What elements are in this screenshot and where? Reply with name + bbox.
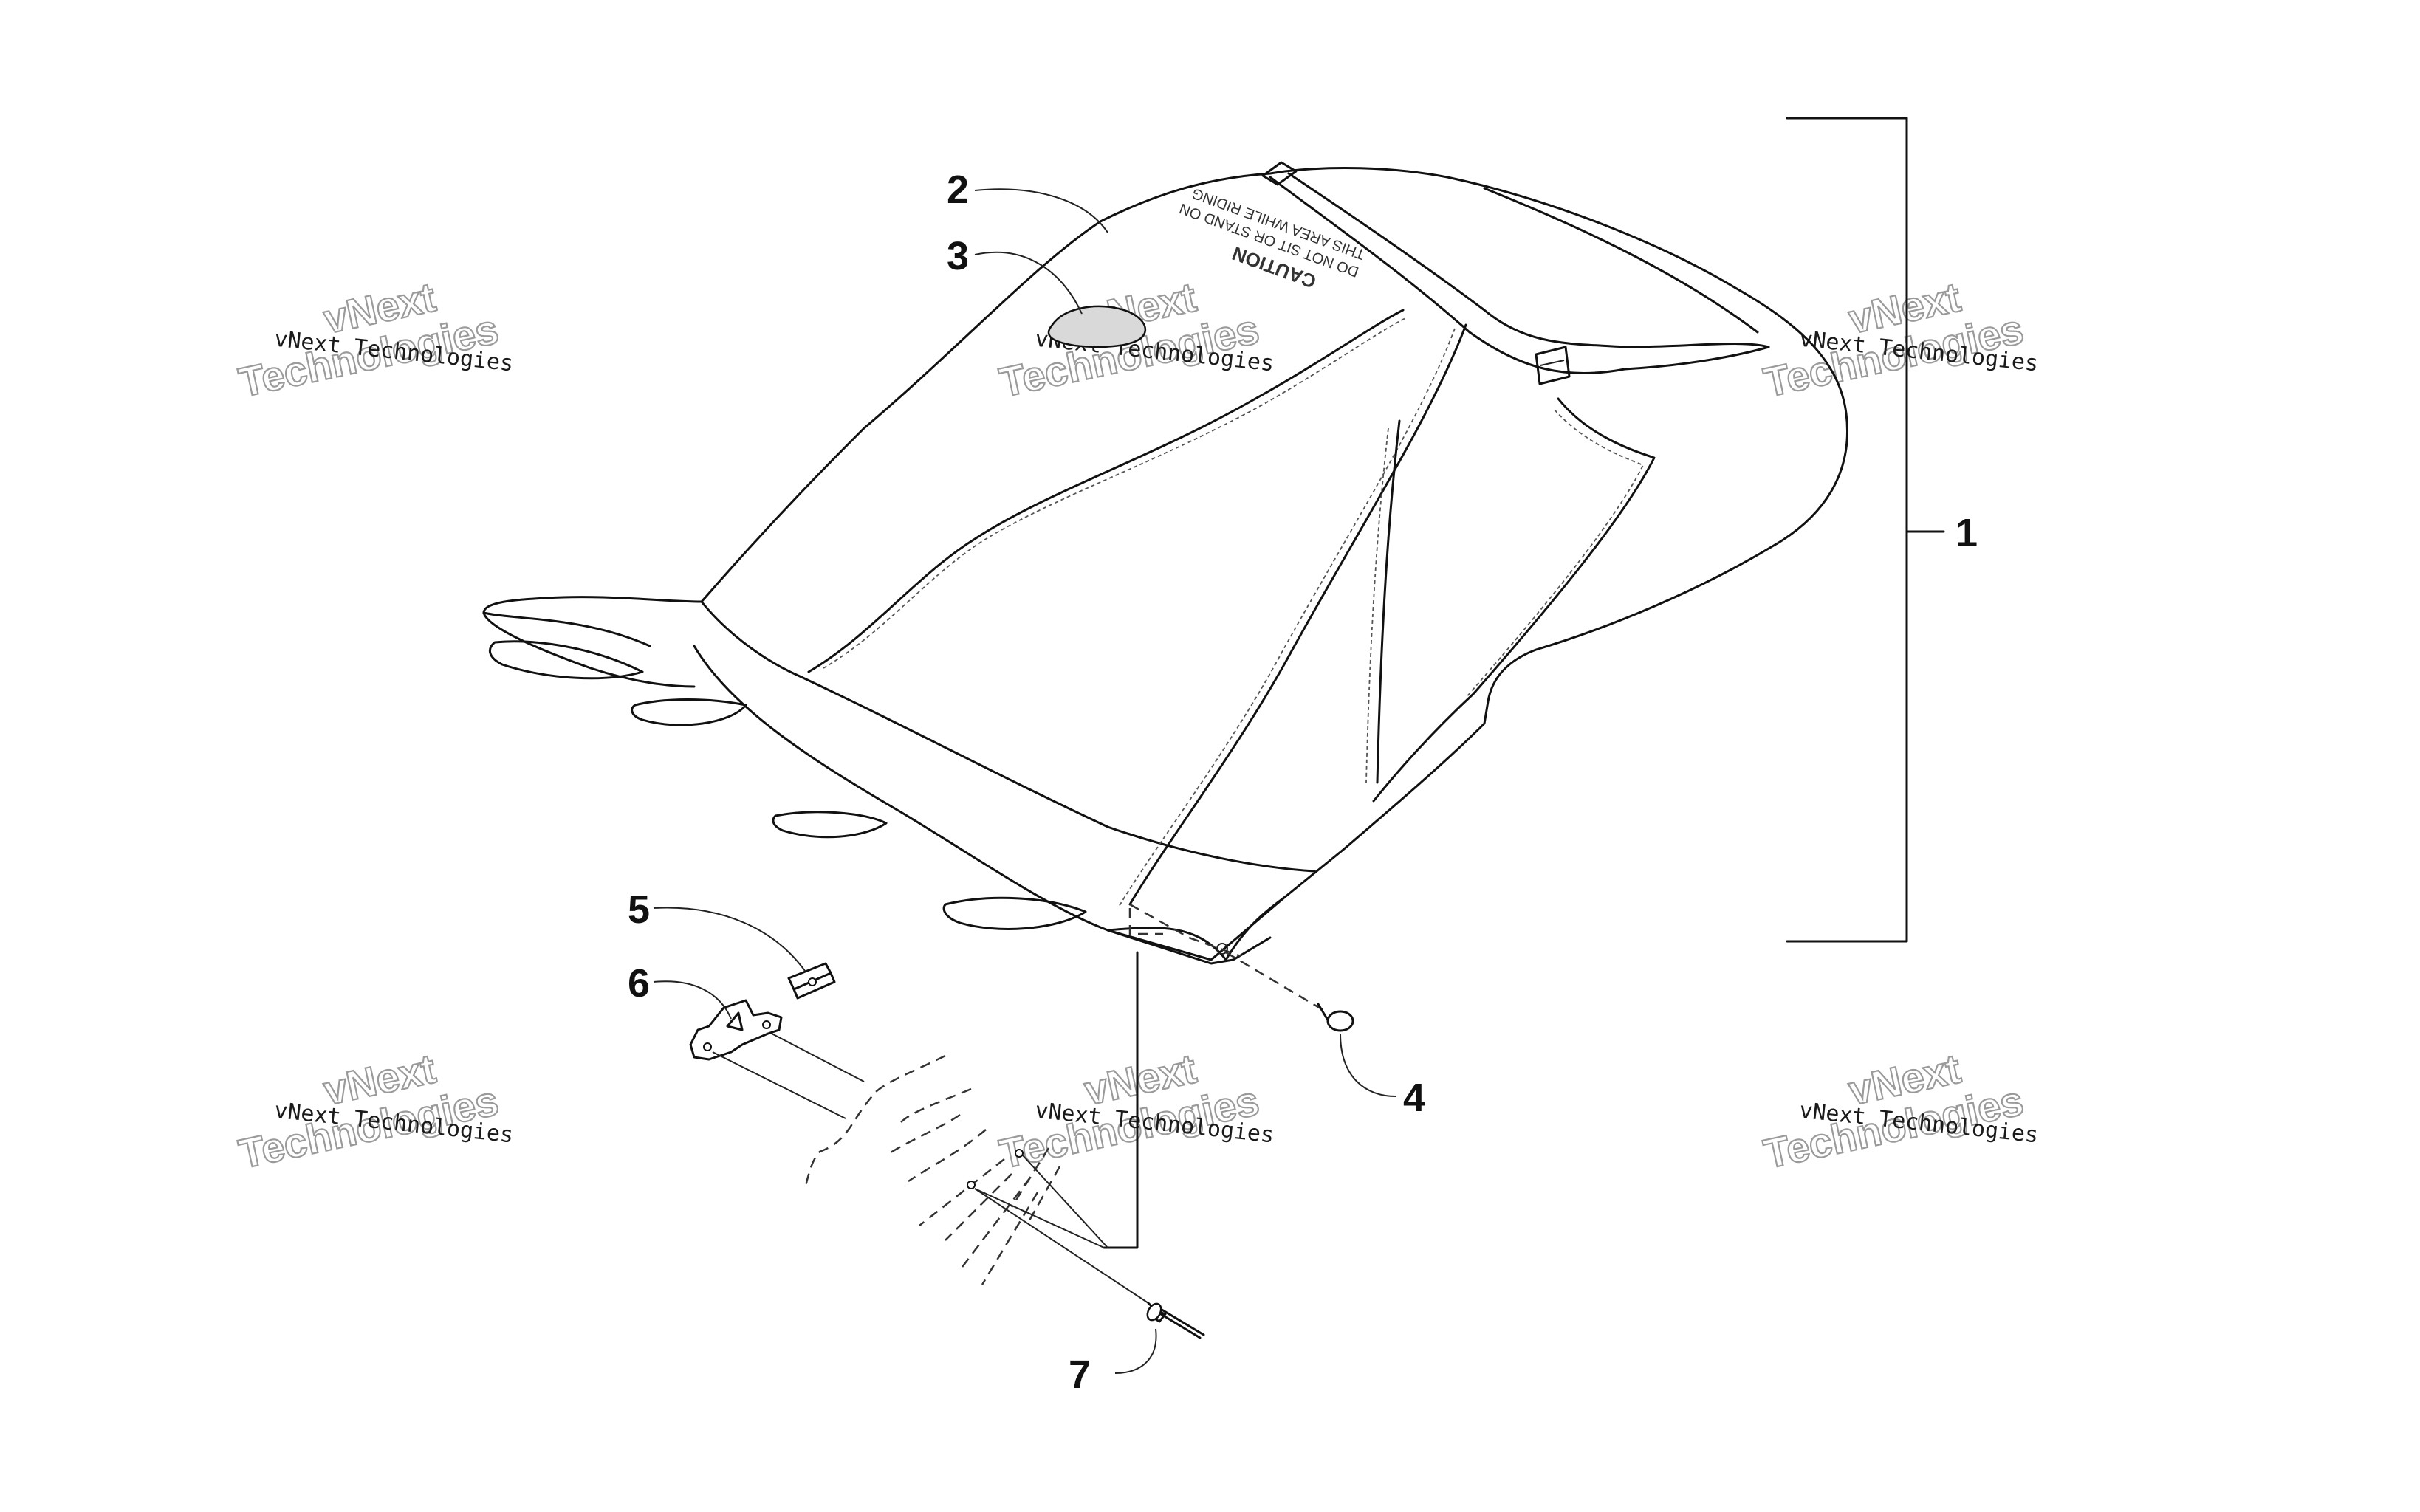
underside-block-4: [942, 896, 1087, 930]
rivet-align-line-upper: [1022, 1155, 1108, 1248]
seat-bottom-edge: [1106, 896, 1286, 961]
screw-center-line: [1225, 951, 1326, 1013]
callout-3: 3: [947, 234, 969, 278]
seat-tab-hidden-edge: [1129, 903, 1241, 958]
seat-rear-strap-top: [1287, 172, 1770, 348]
seat-decal-patch: [1047, 305, 1146, 348]
leader-2: [974, 188, 1108, 233]
seat-center-seam: [1128, 323, 1467, 906]
seat-tab-hole: [1216, 943, 1228, 955]
part-clip-nut: [787, 962, 836, 1000]
underside-block-1: [488, 640, 644, 680]
leader-5: [653, 907, 806, 972]
caution-label: CAUTION DO NOT SIT OR STAND ON THIS AREA…: [1177, 185, 1367, 293]
leader-7: [1114, 1328, 1157, 1374]
phantom-tunnel: [803, 1054, 1061, 1285]
leader-6: [653, 980, 732, 1020]
callout-5: 5: [628, 887, 650, 932]
seat-tab-leader: [1103, 951, 1139, 1249]
seat-panel-seam-left: [807, 309, 1405, 673]
callout-6: 6: [628, 961, 650, 1006]
seat-tab-hidden-line: [1128, 908, 1163, 935]
assembly-bracket: [1786, 117, 1908, 943]
seat-rear-strap: [1269, 176, 1770, 375]
part-rivet: [1146, 1302, 1205, 1339]
watermark-bottom-left: vNext Technologies: [234, 1044, 503, 1178]
plate-align-line-lower: [712, 1051, 846, 1119]
seat-front-edge: [700, 600, 1316, 873]
callout-4: 4: [1403, 1076, 1425, 1120]
leader-3: [974, 251, 1083, 315]
callout-7: 7: [1069, 1353, 1091, 1397]
rivet-hole-lower: [967, 1181, 976, 1189]
watermarks: vNext Technologies vNext Technologies vN…: [234, 272, 2040, 1178]
watermark-bottom-right: vNext Technologies: [1759, 1044, 2028, 1178]
seat-diagonal-seam: [1376, 419, 1401, 784]
zipper-pull: [1261, 161, 1571, 385]
seat-outline: [700, 166, 1848, 961]
rivet-hole-upper: [1015, 1149, 1024, 1158]
part-screw: [1225, 951, 1354, 1032]
screw-head: [1326, 1010, 1354, 1032]
seat-front-hem: [693, 645, 1227, 961]
seat-diagonal-stitch: [1365, 427, 1389, 783]
underside-block-3: [772, 811, 888, 839]
plate-align-line-upper: [771, 1033, 865, 1082]
underside-block-2: [631, 698, 747, 726]
callout-1: 1: [1955, 511, 1978, 555]
watermark-top-left: vNext Technologies: [234, 272, 503, 406]
watermark-bottom-center: vNext Technologies: [995, 1044, 1264, 1178]
rivet-align-line-lower: [974, 1188, 1149, 1304]
seat-rear-tab: [1106, 929, 1272, 965]
watermark-top-right: vNext Technologies: [1759, 272, 2028, 406]
seat-center-stitch: [1118, 328, 1456, 907]
callout-2: 2: [947, 168, 969, 212]
part-mounting-plate: [689, 999, 783, 1061]
rivet-align-line-mid: [974, 1188, 1105, 1248]
seat-right-seam: [1372, 397, 1656, 803]
seat-rear-ridge: [1483, 187, 1759, 334]
callout-leaders: [653, 188, 1396, 1374]
seat-right-stitch: [1465, 409, 1645, 698]
leader-4: [1340, 1033, 1396, 1097]
seat-front-flap-inner: [482, 611, 651, 647]
